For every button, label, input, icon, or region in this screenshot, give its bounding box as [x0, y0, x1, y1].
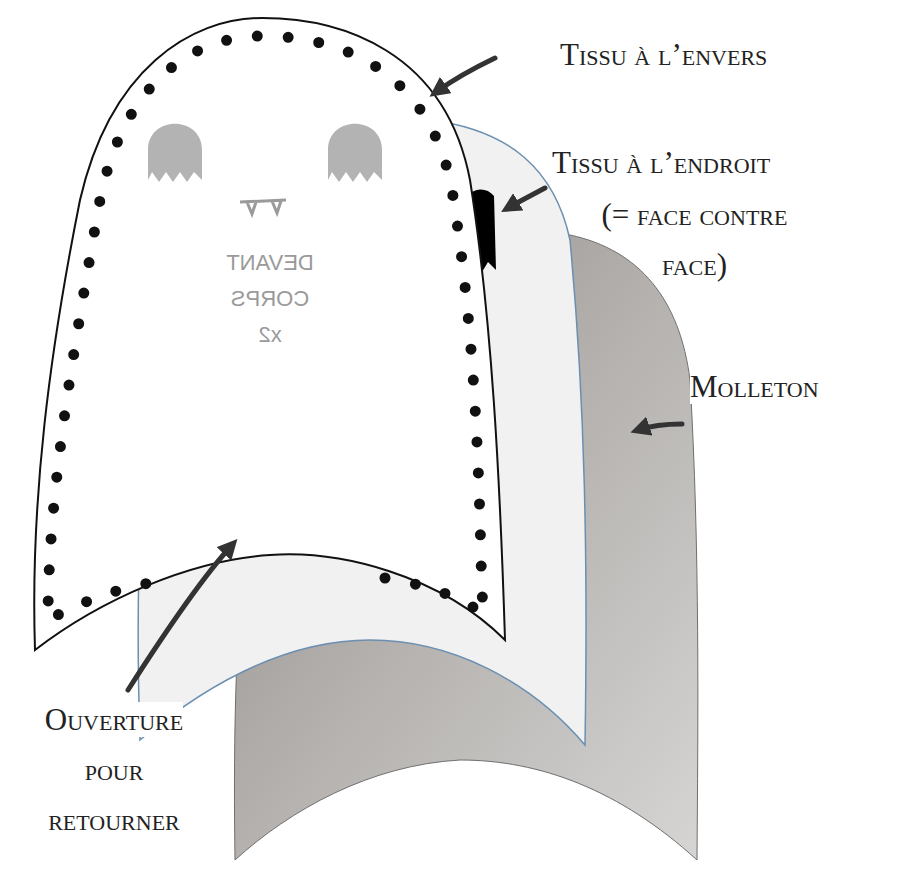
- layer-note-text: (= face contre face): [602, 197, 788, 282]
- pattern-marking-text: DEVANT CORPS x2: [226, 250, 314, 347]
- layer-label-text: Tissu à l’envers: [560, 37, 767, 72]
- leader-arrow: [638, 424, 682, 430]
- wrong-side-fabric: [34, 18, 505, 650]
- opening-label: Ouverture pour retourner: [18, 695, 210, 845]
- leader-arrow: [436, 58, 495, 92]
- layer-label: Molleton: [690, 362, 910, 412]
- opening-label-text: Ouverture pour retourner: [45, 702, 183, 837]
- layer-note: (= face contre face): [592, 190, 797, 290]
- eye-left: [148, 124, 202, 182]
- layer-label: Tissu à l’endroit: [552, 138, 892, 188]
- layer-label: Tissu à l’envers: [560, 30, 900, 80]
- layer-label-text: Tissu à l’endroit: [552, 145, 770, 180]
- leader-arrow: [128, 545, 232, 690]
- eye-right: [328, 124, 382, 182]
- layer-label-text: Molleton: [690, 369, 819, 404]
- leader-arrow: [508, 188, 545, 208]
- fangs: [240, 200, 286, 214]
- pattern-marking: DEVANT CORPS x2: [220, 245, 320, 353]
- stitch-dots: [48, 36, 483, 620]
